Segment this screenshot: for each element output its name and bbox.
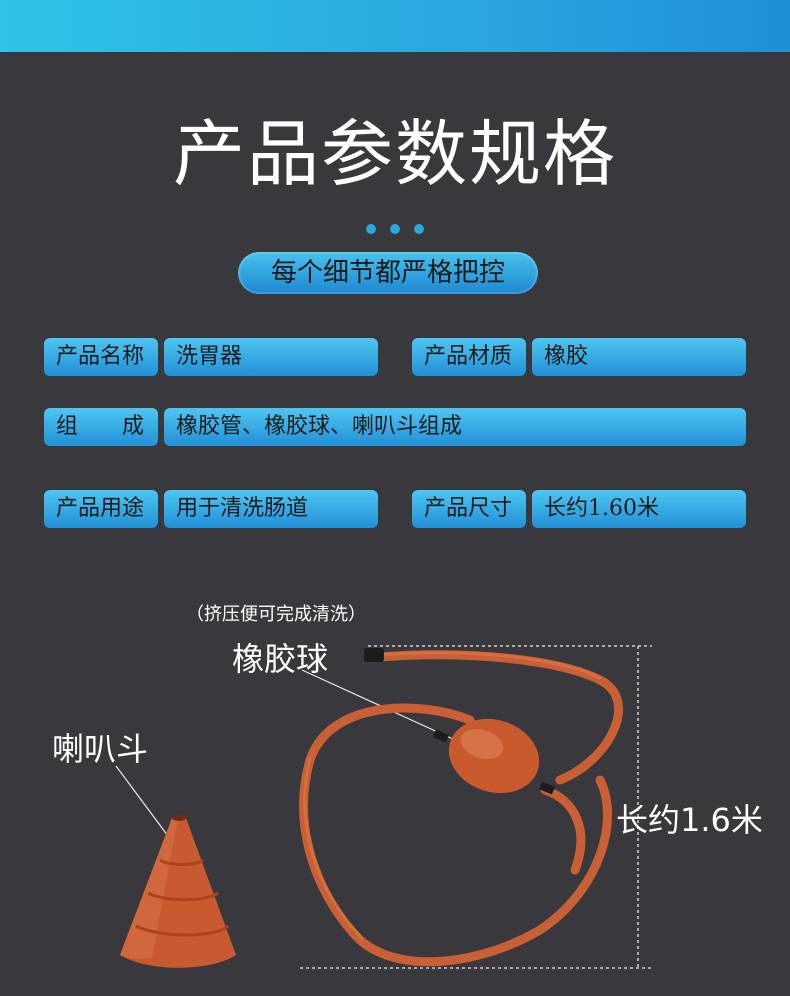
subtitle-pill: 每个细节都严格把控 — [238, 252, 538, 294]
length-label: 长约1.6米 — [616, 801, 763, 839]
funnel-label: 喇叭斗 — [52, 730, 149, 768]
rubber-tube — [299, 650, 623, 967]
material-label: 产品材质 — [412, 338, 526, 376]
size-label: 产品尺寸 — [412, 490, 526, 528]
name-label: 产品名称 — [44, 338, 158, 376]
rubber-bulb — [433, 718, 555, 795]
size-value: 长约1.60米 — [532, 490, 746, 528]
usage-value: 用于清洗肠道 — [164, 490, 378, 528]
top-banner — [0, 0, 790, 52]
name-value: 洗胃器 — [164, 338, 378, 376]
composition-label: 组 成 — [44, 408, 158, 446]
dot — [390, 224, 400, 234]
title-dots — [0, 224, 790, 234]
squeeze-note: （挤压便可完成清洗） — [186, 604, 366, 625]
dot — [366, 224, 376, 234]
page-title: 产品参数规格 — [172, 112, 617, 196]
funnel — [120, 815, 236, 968]
dot — [414, 224, 424, 234]
funnel-pointer-line — [115, 765, 169, 837]
material-value: 橡胶 — [532, 338, 746, 376]
usage-label: 产品用途 — [44, 490, 158, 528]
bulb-label: 橡胶球 — [232, 640, 329, 678]
tube-nozzle — [364, 648, 384, 662]
composition-value: 橡胶管、橡胶球、喇叭斗组成 — [164, 408, 746, 446]
